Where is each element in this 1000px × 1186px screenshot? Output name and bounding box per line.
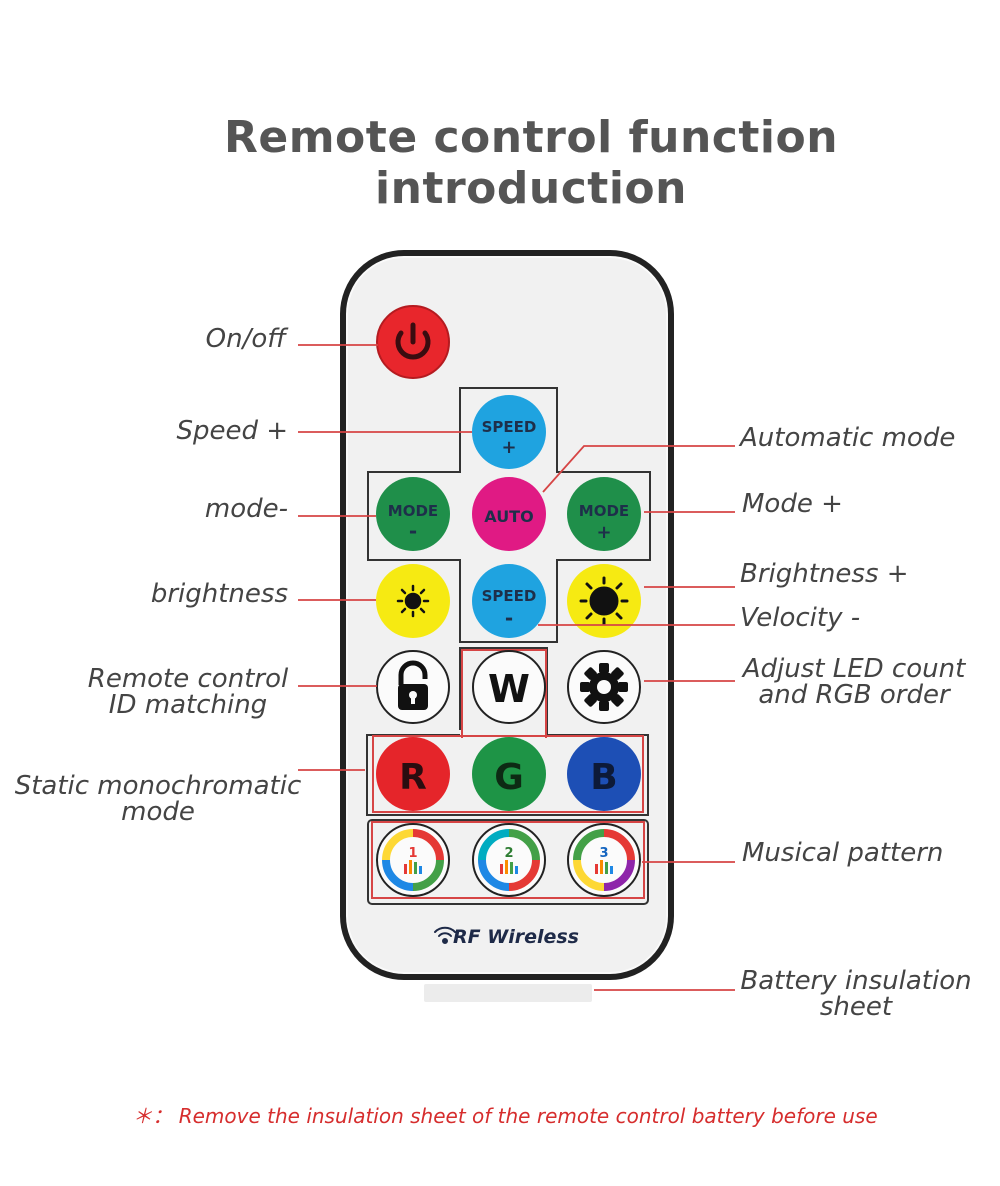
speed-plus-sign: + (501, 437, 516, 458)
white-button-text: W (488, 667, 530, 711)
speed-plus-text: SPEED (482, 418, 537, 436)
mode-minus-button[interactable]: MODE - (376, 477, 450, 551)
label-remote-id-line1: Remote control (87, 664, 289, 694)
sun-small-icon (396, 584, 430, 618)
red-button-text: R (399, 757, 427, 798)
wifi-icon (434, 926, 456, 944)
label-adjust-line2: and RGB order (758, 680, 950, 710)
dpad-outline (367, 387, 651, 643)
brand-label: RF Wireless (453, 926, 579, 948)
mode-minus-sign: - (409, 519, 417, 543)
mode-plus-button[interactable]: MODE + (567, 477, 641, 551)
music-2-button[interactable]: 2 (472, 823, 546, 897)
blue-button-text: B (590, 757, 617, 798)
auto-button[interactable]: AUTO (472, 477, 546, 551)
equalizer-bars (500, 860, 518, 874)
battery-insulation-tab (424, 984, 592, 1002)
music-1-button[interactable]: 1 (376, 823, 450, 897)
speed-minus-sign: - (505, 606, 513, 630)
usage-note: ＊： Remove the insulation sheet of the re… (132, 1104, 878, 1128)
leader-automatic (542, 445, 735, 493)
equalizer-bars (404, 860, 422, 874)
mode-minus-text: MODE (388, 502, 438, 520)
label-mode-plus: Mode + (742, 489, 843, 519)
music-3-button[interactable]: 3 (567, 823, 641, 897)
brightness-minus-button[interactable] (376, 564, 450, 638)
w-highlight (461, 649, 547, 738)
speed-minus-button[interactable]: SPEED - (472, 564, 546, 638)
label-musical-pattern: Musical pattern (742, 838, 944, 868)
brightness-plus-button[interactable] (567, 564, 641, 638)
unlock-icon (398, 660, 428, 710)
auto-text: AUTO (484, 507, 533, 526)
speed-minus-text: SPEED (482, 587, 537, 605)
power-icon (395, 322, 431, 360)
label-static-line2: mode (121, 797, 195, 827)
blue-button[interactable]: B (567, 737, 641, 811)
music-1-number: 1 (408, 846, 417, 861)
music-3-number: 3 (599, 846, 608, 861)
settings-button[interactable] (567, 650, 641, 724)
red-button[interactable]: R (376, 737, 450, 811)
sun-large-icon (579, 576, 629, 626)
power-button[interactable] (376, 305, 450, 379)
id-match-button[interactable] (376, 650, 450, 724)
equalizer-bars (595, 860, 613, 874)
label-speed-plus: Speed + (176, 416, 288, 446)
speed-plus-button[interactable]: SPEED + (472, 395, 546, 469)
leader-lines (298, 344, 735, 991)
label-brightness: brightness (150, 579, 288, 609)
label-brightness-plus: Brightness + (740, 559, 909, 589)
label-battery-line1: Battery insulation (740, 966, 972, 996)
label-automatic-mode: Automatic mode (740, 423, 956, 453)
label-static-line1: Static monochromatic (14, 771, 302, 801)
music-ring-icon (478, 829, 540, 891)
music-2-number: 2 (504, 846, 513, 861)
music-highlight (371, 821, 645, 899)
label-on-off: On/off (205, 324, 286, 354)
gear-icon (580, 663, 628, 711)
label-remote-id-line2: ID matching (108, 690, 268, 720)
page-title: Remote control function introduction (223, 112, 839, 214)
music-ring-icon (573, 829, 635, 891)
mode-plus-text: MODE (579, 502, 629, 520)
white-button[interactable]: W (472, 650, 546, 724)
green-button[interactable]: G (472, 737, 546, 811)
mode-plus-sign: + (596, 522, 611, 543)
rgb-highlight (372, 735, 644, 813)
label-battery-line2: sheet (819, 992, 893, 1022)
music-ring-icon (382, 829, 444, 891)
label-mode-minus: mode- (204, 494, 288, 524)
label-velocity-minus: Velocity - (740, 603, 861, 633)
label-adjust-line1: Adjust LED count (742, 654, 966, 684)
green-button-text: G (494, 757, 524, 798)
